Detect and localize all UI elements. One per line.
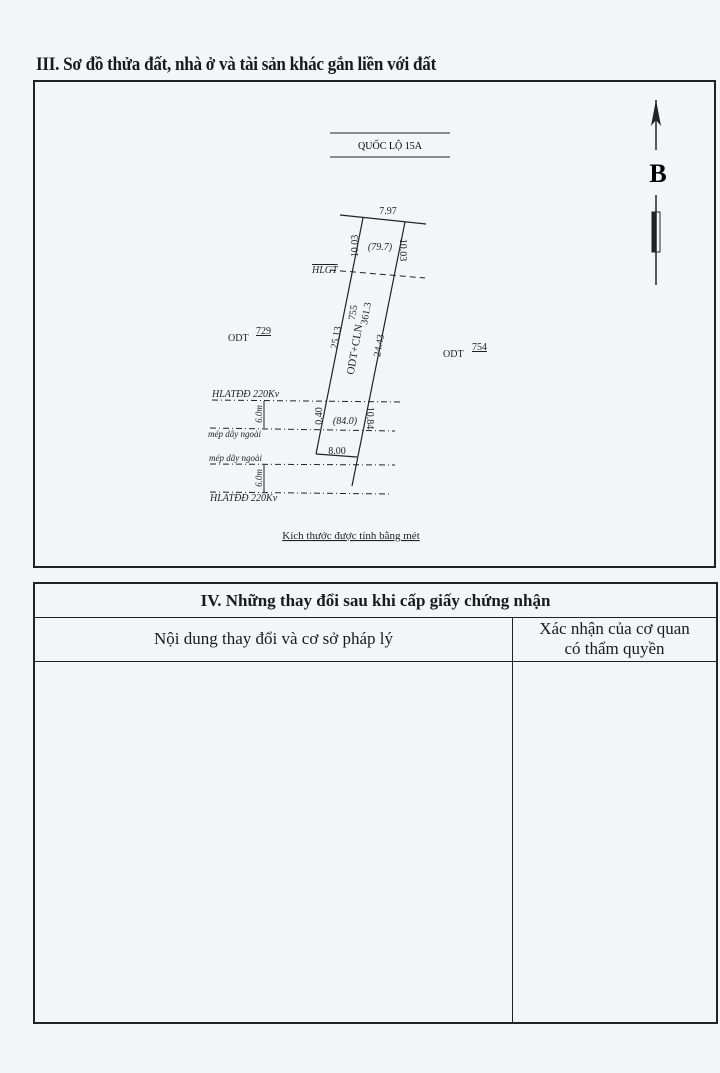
north-arrow-icon — [651, 100, 661, 285]
parcel-number: 755 — [347, 304, 360, 321]
neighbor-754-number: 754 — [472, 342, 487, 353]
section-4-title: IV. Những thay đổi sau khi cấp giấy chứn… — [35, 584, 716, 618]
line-hlgt: HLGT — [311, 265, 339, 276]
dim-left-bot: 0.40 — [314, 407, 325, 425]
neighbor-729-number: 729 — [256, 326, 271, 337]
parcel-outline — [315, 214, 427, 487]
gap-2: 6.0m — [254, 469, 264, 487]
line-hlatdd-2: HLATĐĐ 220Kv — [209, 493, 278, 504]
road-label-group: QUỐC LỘ 15A — [330, 132, 450, 158]
dim-right-bot: 10.84 — [364, 407, 375, 430]
area-a: (79.7) — [368, 242, 393, 253]
changes-table: IV. Những thay đổi sau khi cấp giấy chứn… — [33, 582, 718, 1024]
dim-left-top: 10.03 — [350, 235, 361, 258]
dim-right-top: 10.03 — [397, 239, 408, 262]
dim-top: 7.97 — [379, 206, 397, 217]
gap-1: 6.0m — [254, 405, 264, 423]
scale-note: Kích thước được tính bằng mét — [282, 530, 420, 542]
column-header-content: Nội dung thay đổi và cơ sở pháp lý — [154, 629, 393, 648]
boundary-lines — [209, 269, 426, 495]
road-label: QUỐC LỘ 15A — [358, 139, 423, 152]
parcel-diagram-box — [33, 80, 716, 568]
line-mep-1: mép dây ngoài — [208, 429, 261, 439]
confirmation-line-2: có thẩm quyền — [564, 639, 665, 658]
dim-left-mid: 25.13 — [329, 326, 344, 350]
dim-right-mid: 24.43 — [372, 334, 387, 358]
column-header-confirmation: Xác nhận của cơ quan có thẩm quyền — [513, 619, 716, 659]
table-header-row: Nội dung thay đổi và cơ sở pháp lý Xác n… — [35, 617, 716, 662]
dim-bottom: 8.00 — [328, 446, 346, 457]
section-3-title: III. Sơ đồ thửa đất, nhà ở và tài sản kh… — [36, 54, 436, 75]
parcel-area: 361.3 — [359, 302, 374, 326]
line-hlatdd-1: HLATĐĐ 220Kv — [211, 389, 280, 400]
north-label: B — [649, 159, 666, 188]
neighbor-754-use: ODT — [443, 349, 464, 360]
neighbor-729-use: ODT — [228, 333, 249, 344]
column-divider — [512, 617, 513, 1022]
area-b: (84.0) — [333, 416, 358, 427]
line-mep-2: mép dây ngoài — [209, 453, 262, 463]
parcel-diagram: QUỐC LỘ 15A B 7.97 10.03 10.03 (79.7) HL… — [208, 100, 667, 542]
parcel-use: ODT+CLN — [345, 323, 366, 375]
confirmation-line-1: Xác nhận của cơ quan — [539, 619, 690, 638]
